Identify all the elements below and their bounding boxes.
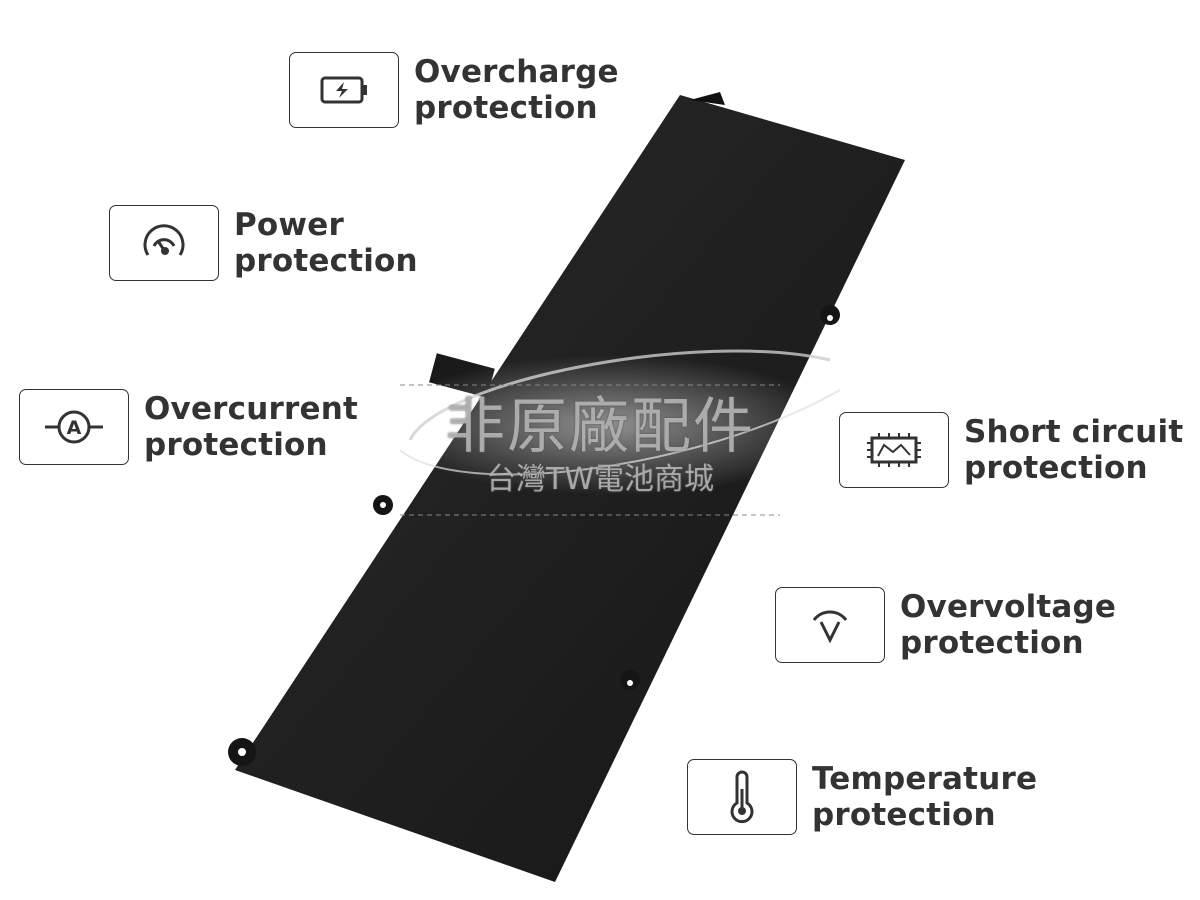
feature-title: Overvoltage xyxy=(900,589,1117,625)
ammeter-icon: A xyxy=(19,389,129,465)
circuit-board-icon xyxy=(839,412,949,488)
feature-title: Temperature xyxy=(812,761,1038,797)
feature-subtitle: protection xyxy=(414,90,598,126)
feature-subtitle: protection xyxy=(964,450,1148,486)
feature-title: Short circuit xyxy=(964,414,1184,450)
feature-subtitle: protection xyxy=(234,243,418,279)
feature-title: Overcharge xyxy=(414,54,619,90)
feature-subtitle: protection xyxy=(900,625,1084,661)
feature-title: Overcurrent xyxy=(144,391,359,427)
feature-title: Power xyxy=(234,207,344,243)
gauge-icon xyxy=(109,205,219,281)
voltage-icon xyxy=(775,587,885,663)
thermometer-icon xyxy=(687,759,797,835)
feature-subtitle: protection xyxy=(144,427,328,463)
feature-subtitle: protection xyxy=(812,797,996,833)
battery-bolt-icon xyxy=(289,52,399,128)
svg-text:A: A xyxy=(67,417,82,439)
